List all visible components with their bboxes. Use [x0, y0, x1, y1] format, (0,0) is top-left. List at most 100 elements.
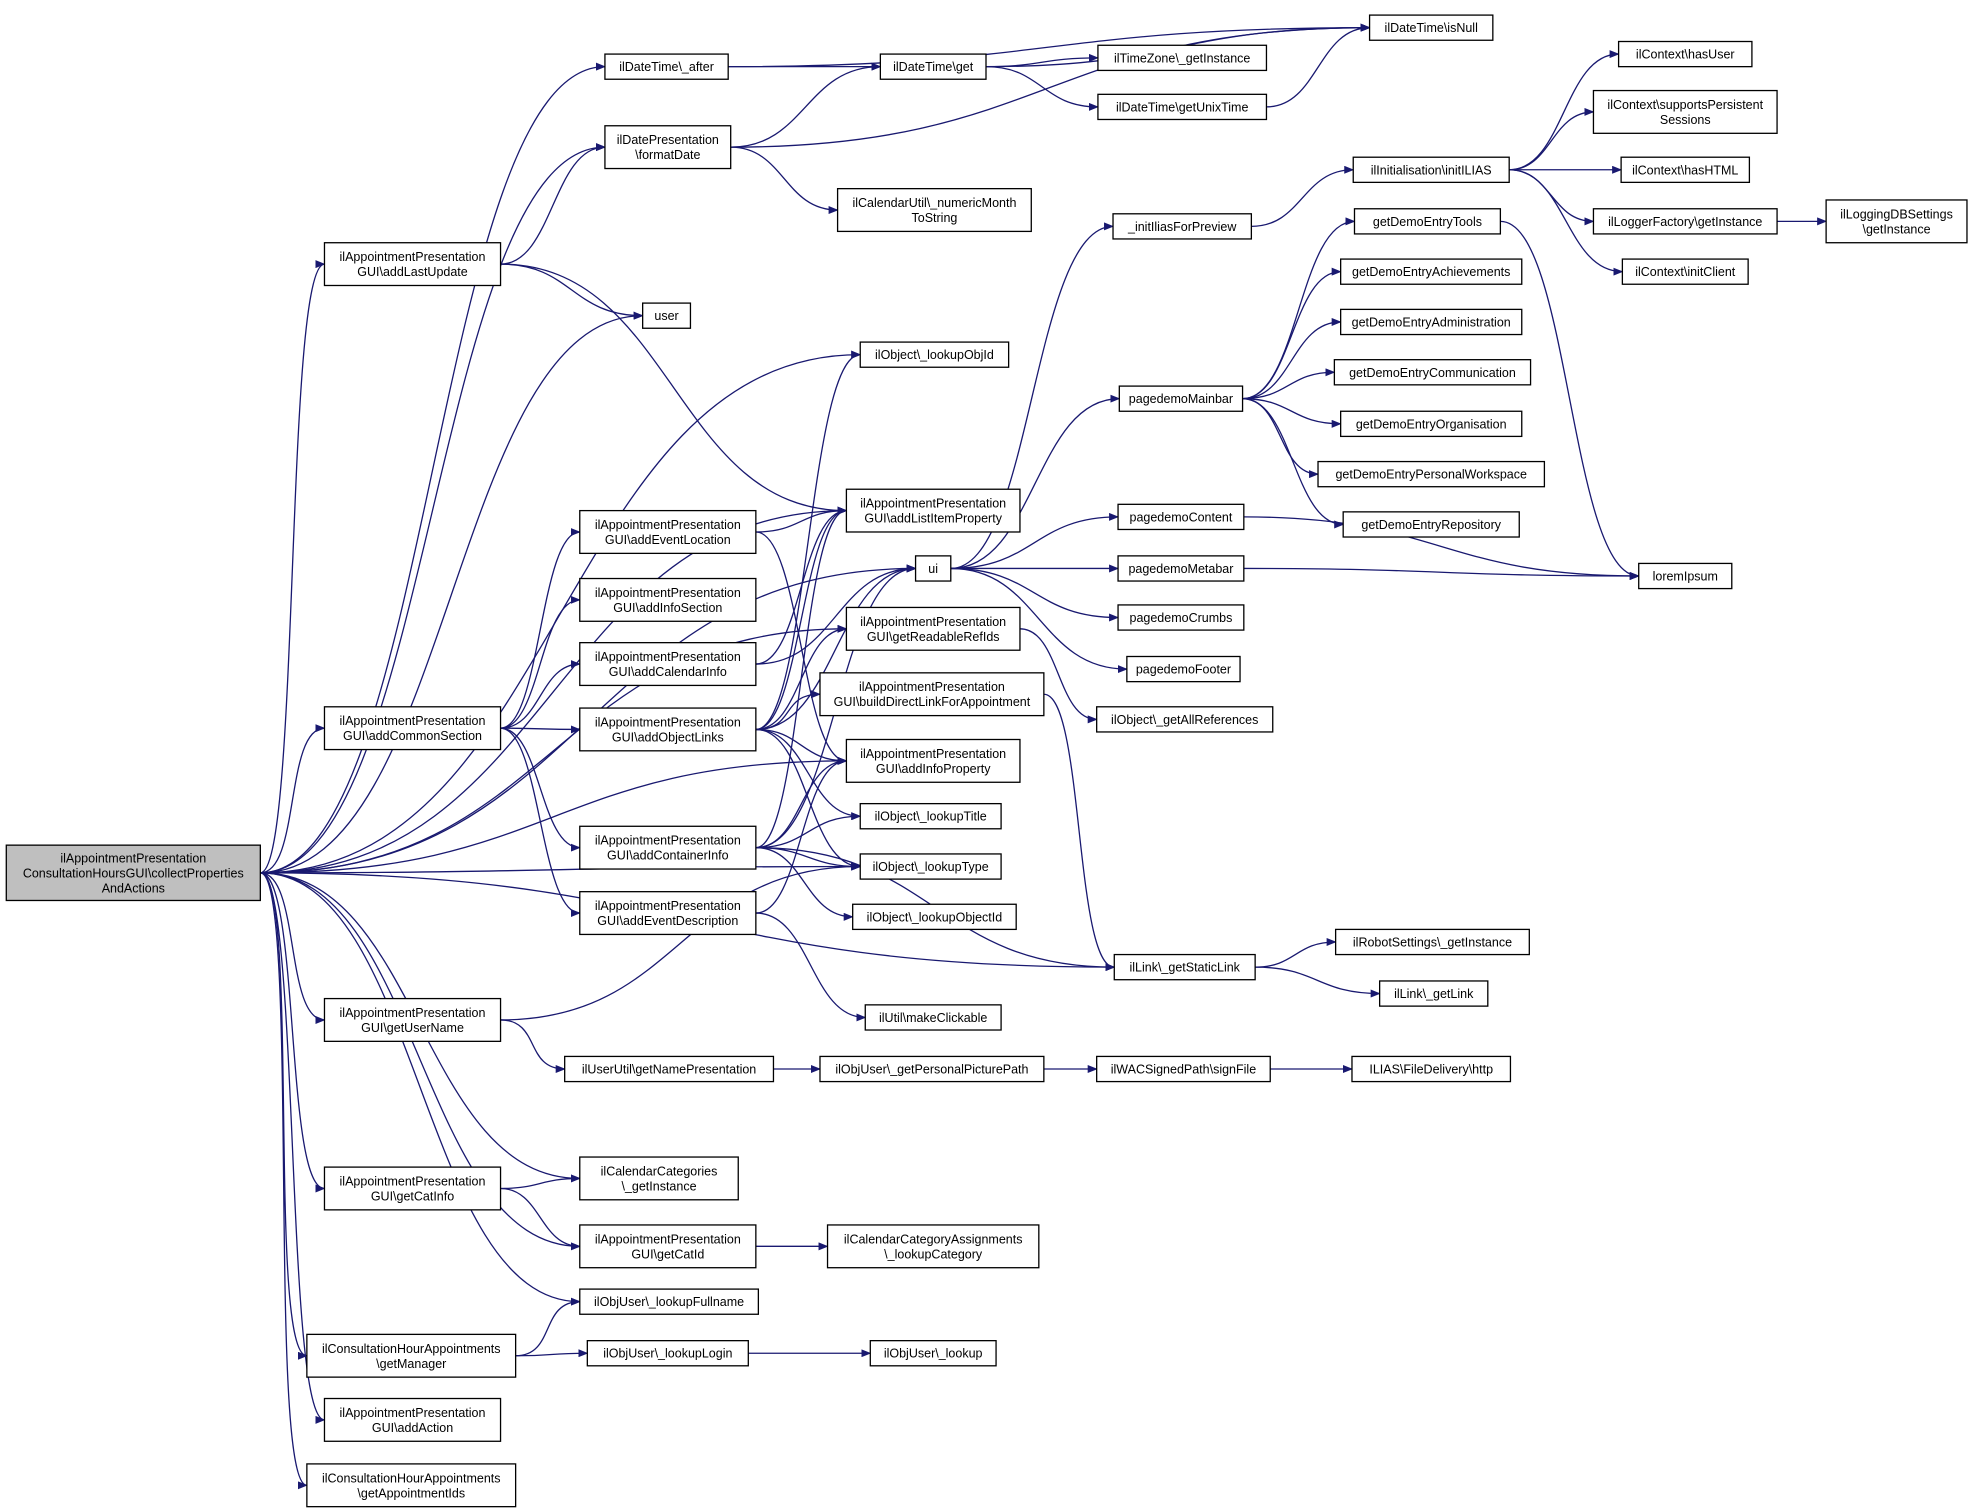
- node-label-line: ilUserUtil\getNamePresentation: [582, 1063, 756, 1077]
- node-label-line: _initIliasForPreview: [1127, 220, 1237, 234]
- graph-node-pd_footer[interactable]: pagedemoFooter: [1126, 655, 1241, 683]
- graph-node-obj_objectid[interactable]: ilObject\_lookupObjectId: [852, 903, 1017, 931]
- graph-node-cca_lookup[interactable]: ilCalendarCategoryAssignments\_lookupCat…: [826, 1224, 1040, 1269]
- graph-node-cha_ids[interactable]: ilConsultationHourAppointments\getAppoin…: [306, 1463, 517, 1508]
- graph-node-gd_repo[interactable]: getDemoEntryRepository: [1342, 511, 1520, 538]
- graph-node-lf_inst[interactable]: ilLoggerFactory\getInstance: [1592, 208, 1778, 235]
- graph-node-pd_mainbar[interactable]: pagedemoMainbar: [1118, 385, 1244, 412]
- node-label-line: ilAppointmentPresentation: [60, 851, 206, 865]
- node-box: [579, 577, 757, 622]
- graph-node-link_get[interactable]: ilLink\_getLink: [1378, 980, 1489, 1007]
- graph-node-ap_listitem[interactable]: ilAppointmentPresentationGUI\addListItem…: [845, 488, 1021, 533]
- node-label-line: \getManager: [376, 1357, 446, 1371]
- graph-node-ui[interactable]: ui: [914, 555, 952, 582]
- node-label-line: ilAppointmentPresentation: [859, 680, 1005, 694]
- graph-node-gd_comm[interactable]: getDemoEntryCommunication: [1333, 359, 1532, 386]
- graph-node-uu_namepres[interactable]: ilUserUtil\getNamePresentation: [564, 1055, 775, 1083]
- graph-node-fd_http[interactable]: ILIAS\FileDelivery\http: [1351, 1055, 1512, 1083]
- graph-node-dp_format[interactable]: ilDatePresentation\formatDate: [604, 125, 732, 170]
- graph-node-ou_picpath[interactable]: ilObjUser\_getPersonalPicturePath: [819, 1055, 1045, 1083]
- graph-node-ap_infosection[interactable]: ilAppointmentPresentationGUI\addInfoSect…: [579, 577, 757, 622]
- graph-node-ap_directlink[interactable]: ilAppointmentPresentationGUI\buildDirect…: [819, 672, 1045, 717]
- graph-node-ap_lastupdate[interactable]: ilAppointmentPresentationGUI\addLastUpda…: [323, 242, 502, 287]
- node-label-line: GUI\addObjectLinks: [612, 730, 724, 744]
- graph-node-tz_getinst[interactable]: ilTimeZone\_getInstance: [1097, 44, 1268, 72]
- node-label-line: ilInitialisation\initILIAS: [1371, 163, 1492, 177]
- graph-node-gd_org[interactable]: getDemoEntryOrganisation: [1340, 410, 1523, 438]
- graph-node-ctx_initclient[interactable]: ilContext\initClient: [1621, 258, 1749, 285]
- node-box: [579, 1224, 757, 1269]
- graph-node-ou_lookup[interactable]: ilObjUser\_lookup: [869, 1340, 997, 1367]
- node-box: [1592, 208, 1778, 235]
- graph-node-ap_readable[interactable]: ilAppointmentPresentationGUI\getReadable…: [845, 606, 1021, 651]
- node-box: [869, 1340, 997, 1367]
- graph-node-obj_type[interactable]: ilObject\_lookupType: [859, 853, 1002, 880]
- edge-ap_common-to-ap_infosection: [500, 595, 581, 729]
- edge-pd_mainbar-to-gd_org: [1242, 398, 1342, 428]
- graph-node-gd_personal[interactable]: getDemoEntryPersonalWorkspace: [1317, 460, 1546, 488]
- node-label-line: pagedemoMainbar: [1129, 392, 1233, 406]
- node-box: [1117, 604, 1245, 631]
- edge-ui-to-init_preview: [950, 222, 1115, 570]
- node-box: [1112, 213, 1253, 240]
- graph-node-dt_get[interactable]: ilDateTime\get: [879, 53, 987, 80]
- node-label-line: ilLoggingDBSettings: [1840, 207, 1953, 221]
- node-label-line: GUI\addCalendarInfo: [609, 665, 727, 679]
- graph-node-obj_allrefs[interactable]: ilObject\_getAllReferences: [1096, 706, 1274, 733]
- graph-node-ctx_hashtml[interactable]: ilContext\hasHTML: [1620, 156, 1751, 184]
- graph-node-gd_achieve[interactable]: getDemoEntryAchievements: [1340, 258, 1523, 285]
- graph-node-ap_objlinks[interactable]: ilAppointmentPresentationGUI\addObjectLi…: [579, 707, 757, 752]
- graph-node-ap_eventloc[interactable]: ilAppointmentPresentationGUI\addEventLoc…: [579, 509, 757, 555]
- graph-node-pd_metabar[interactable]: pagedemoMetabar: [1117, 555, 1245, 582]
- edge-cha_manager-to-ou_fullname: [515, 1297, 581, 1357]
- node-label-line: ilObject\_lookupTitle: [875, 810, 987, 824]
- graph-node-dt_after[interactable]: ilDateTime\_after: [604, 53, 729, 80]
- node-box: [579, 891, 757, 936]
- graph-node-obj_title[interactable]: ilObject\_lookupTitle: [859, 802, 1002, 830]
- graph-node-pd_content[interactable]: pagedemoContent: [1117, 503, 1245, 531]
- graph-node-gd_tools[interactable]: getDemoEntryTools: [1353, 208, 1502, 235]
- graph-node-init_ilias[interactable]: ilInitialisation\initILIAS: [1352, 156, 1510, 184]
- node-label-line: AndActions: [102, 881, 165, 895]
- graph-node-ap_infoprop[interactable]: ilAppointmentPresentationGUI\addInfoProp…: [845, 738, 1021, 783]
- node-label-line: ilContext\supportsPersistent: [1607, 98, 1763, 112]
- graph-node-dt_isnull[interactable]: ilDateTime\isNull: [1368, 14, 1494, 41]
- node-label-line: ilAppointmentPresentation: [860, 747, 1006, 761]
- graph-node-user[interactable]: user: [642, 302, 692, 329]
- graph-node-ap_container[interactable]: ilAppointmentPresentationGUI\addContaine…: [579, 825, 757, 870]
- graph-node-gd_admin[interactable]: getDemoEntryAdministration: [1340, 308, 1523, 336]
- graph-node-link_static[interactable]: ilLink\_getStaticLink: [1113, 953, 1256, 981]
- graph-node-cha_manager[interactable]: ilConsultationHourAppointments\getManage…: [306, 1333, 517, 1378]
- graph-node-util_click[interactable]: ilUtil\makeClickable: [864, 1004, 1002, 1031]
- graph-node-ou_login[interactable]: ilObjUser\_lookupLogin: [586, 1340, 749, 1367]
- graph-node-wac_sign[interactable]: ilWACSignedPath\signFile: [1096, 1055, 1271, 1083]
- graph-node-robot_inst[interactable]: ilRobotSettings\_getInstance: [1334, 928, 1530, 956]
- node-box: [1340, 308, 1523, 336]
- graph-node-lorem[interactable]: loremIpsum: [1638, 562, 1733, 590]
- node-box: [1353, 208, 1502, 235]
- edge-pd_mainbar-to-gd_personal: [1242, 398, 1320, 479]
- graph-node-ap_common[interactable]: ilAppointmentPresentationGUI\addCommonSe…: [323, 706, 502, 751]
- graph-node-dt_unix[interactable]: ilDateTime\getUnixTime: [1097, 93, 1268, 121]
- node-box: [5, 844, 261, 902]
- graph-node-init_preview[interactable]: _initIliasForPreview: [1112, 213, 1253, 240]
- node-label-line: ilTimeZone\_getInstance: [1114, 51, 1250, 65]
- graph-node-pd_crumbs[interactable]: pagedemoCrumbs: [1117, 604, 1245, 631]
- graph-node-ap_calinfo[interactable]: ilAppointmentPresentationGUI\addCalendar…: [579, 642, 757, 687]
- graph-node-ctx_hasuser[interactable]: ilContext\hasUser: [1617, 40, 1753, 68]
- graph-node-cc_getinst[interactable]: ilCalendarCategories\_getInstance: [579, 1156, 739, 1201]
- graph-node-ldb_inst[interactable]: ilLoggingDBSettings\getInstance: [1825, 199, 1968, 244]
- graph-node-obj_lookupobjid[interactable]: ilObject\_lookupObjId: [859, 341, 1010, 368]
- node-label-line: ilAppointmentPresentation: [340, 1174, 486, 1188]
- graph-node-ap_eventdesc[interactable]: ilAppointmentPresentationGUI\addEventDes…: [579, 891, 757, 936]
- edge-root-to-cha_ids: [260, 872, 308, 1490]
- edge-link_static-to-link_get: [1255, 966, 1381, 998]
- graph-node-ou_fullname[interactable]: ilObjUser\_lookupFullname: [579, 1288, 760, 1315]
- graph-node-root[interactable]: ilAppointmentPresentationConsultationHou…: [5, 844, 261, 902]
